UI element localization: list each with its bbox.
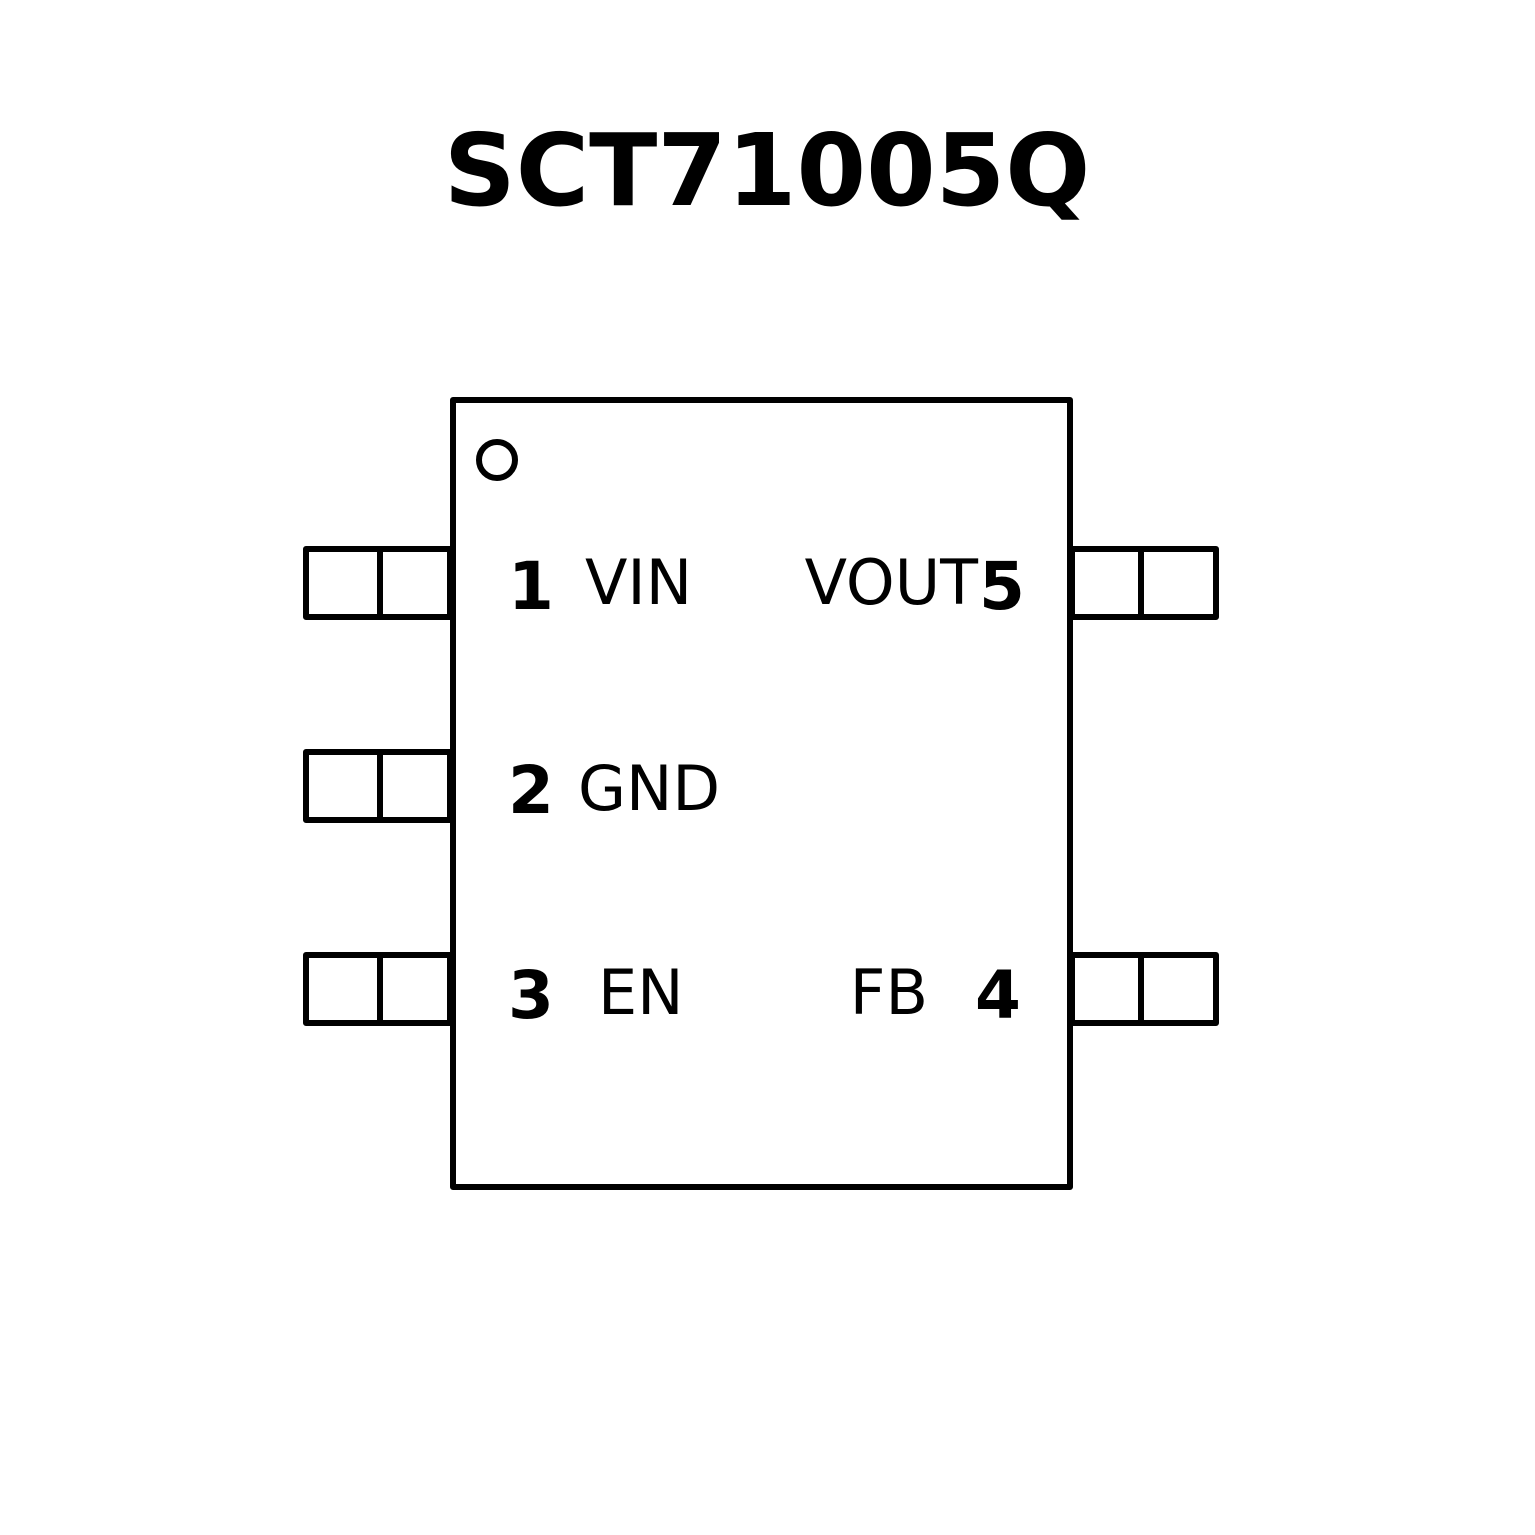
pin-2-lead [303, 749, 453, 823]
pin-3-lead [303, 952, 453, 1026]
pin-1-lead [303, 546, 453, 620]
pin-4-lead [1069, 952, 1219, 1026]
pin-2-name: GND [578, 752, 720, 825]
chip-title: SCT71005Q [444, 112, 1091, 229]
pin-5-name: VOUT [805, 546, 980, 619]
pin-2-number: 2 [508, 752, 554, 829]
pin-1-number: 1 [508, 548, 554, 625]
pin-5-number: 5 [979, 548, 1025, 625]
pin-3-name: EN [598, 956, 684, 1029]
pin1-marker-icon [476, 439, 518, 481]
pin-1-name: VIN [585, 546, 692, 619]
pin-5-lead [1069, 546, 1219, 620]
pin-4-number: 4 [975, 957, 1021, 1034]
pin-3-number: 3 [508, 957, 554, 1034]
pin-4-name: FB [850, 956, 928, 1029]
